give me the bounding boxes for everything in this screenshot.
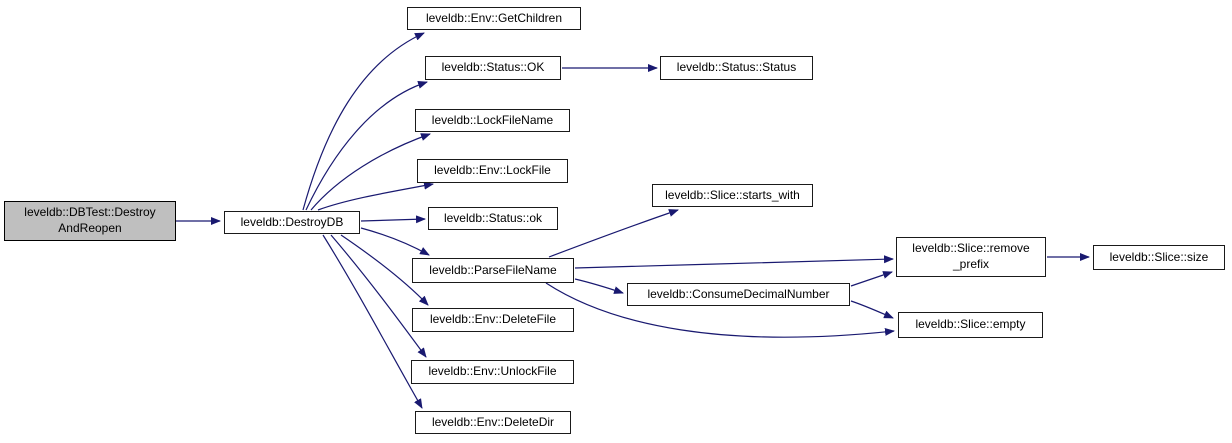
edge-consume-to-removeprefix [850,271,893,287]
node-status-status[interactable]: leveldb::Status::Status [660,56,813,80]
edge-destroydb-to-status-ok-lower [360,215,426,224]
edge-destroydb-to-parsefilename [360,227,430,256]
edge-parsefilename-to-empty [545,282,895,338]
node-slice-remove-prefix[interactable]: leveldb::Slice::remove _prefix [896,237,1046,277]
node-parse-file-name[interactable]: leveldb::ParseFileName [412,258,574,283]
edge-parsefilename-to-removeprefix [574,255,894,269]
node-env-lock-file[interactable]: leveldb::Env::LockFile [417,159,568,183]
edge-destroydb-to-status-ok-upper [305,81,428,211]
edge-consume-to-empty [850,300,894,319]
node-slice-starts-with[interactable]: leveldb::Slice::starts_with [652,184,813,207]
node-consume-decimal-number[interactable]: leveldb::ConsumeDecimalNumber [627,283,850,306]
edge-destroydb-to-lockfilename [310,133,431,211]
node-env-delete-dir[interactable]: leveldb::Env::DeleteDir [415,411,571,434]
node-dbtest-destroy-and-reopen: leveldb::DBTest::Destroy AndReopen [4,201,176,241]
node-lock-file-name[interactable]: leveldb::LockFileName [415,109,570,132]
edge-destroydb-to-lockfile [317,181,434,211]
node-status-ok-lower[interactable]: leveldb::Status::ok [428,207,558,230]
node-slice-empty[interactable]: leveldb::Slice::empty [898,312,1043,338]
node-env-unlock-file[interactable]: leveldb::Env::UnlockFile [411,360,574,384]
node-env-get-children[interactable]: leveldb::Env::GetChildren [407,7,581,30]
edge-parsefilename-to-consume [574,278,624,294]
edge-parsefilename-to-startswith [548,209,679,258]
node-destroy-db[interactable]: leveldb::DestroyDB [224,211,360,234]
edge-destroydb-to-deletedir [322,234,423,409]
node-env-delete-file[interactable]: leveldb::Env::DeleteFile [412,308,574,332]
edge-destroydb-to-unlockfile [330,234,427,358]
node-status-ok-upper[interactable]: leveldb::Status::OK [425,56,561,80]
node-slice-size[interactable]: leveldb::Slice::size [1093,245,1225,270]
edge-destroydb-to-deletefile [340,234,429,306]
edge-destroydb-to-getchildren [302,32,425,211]
